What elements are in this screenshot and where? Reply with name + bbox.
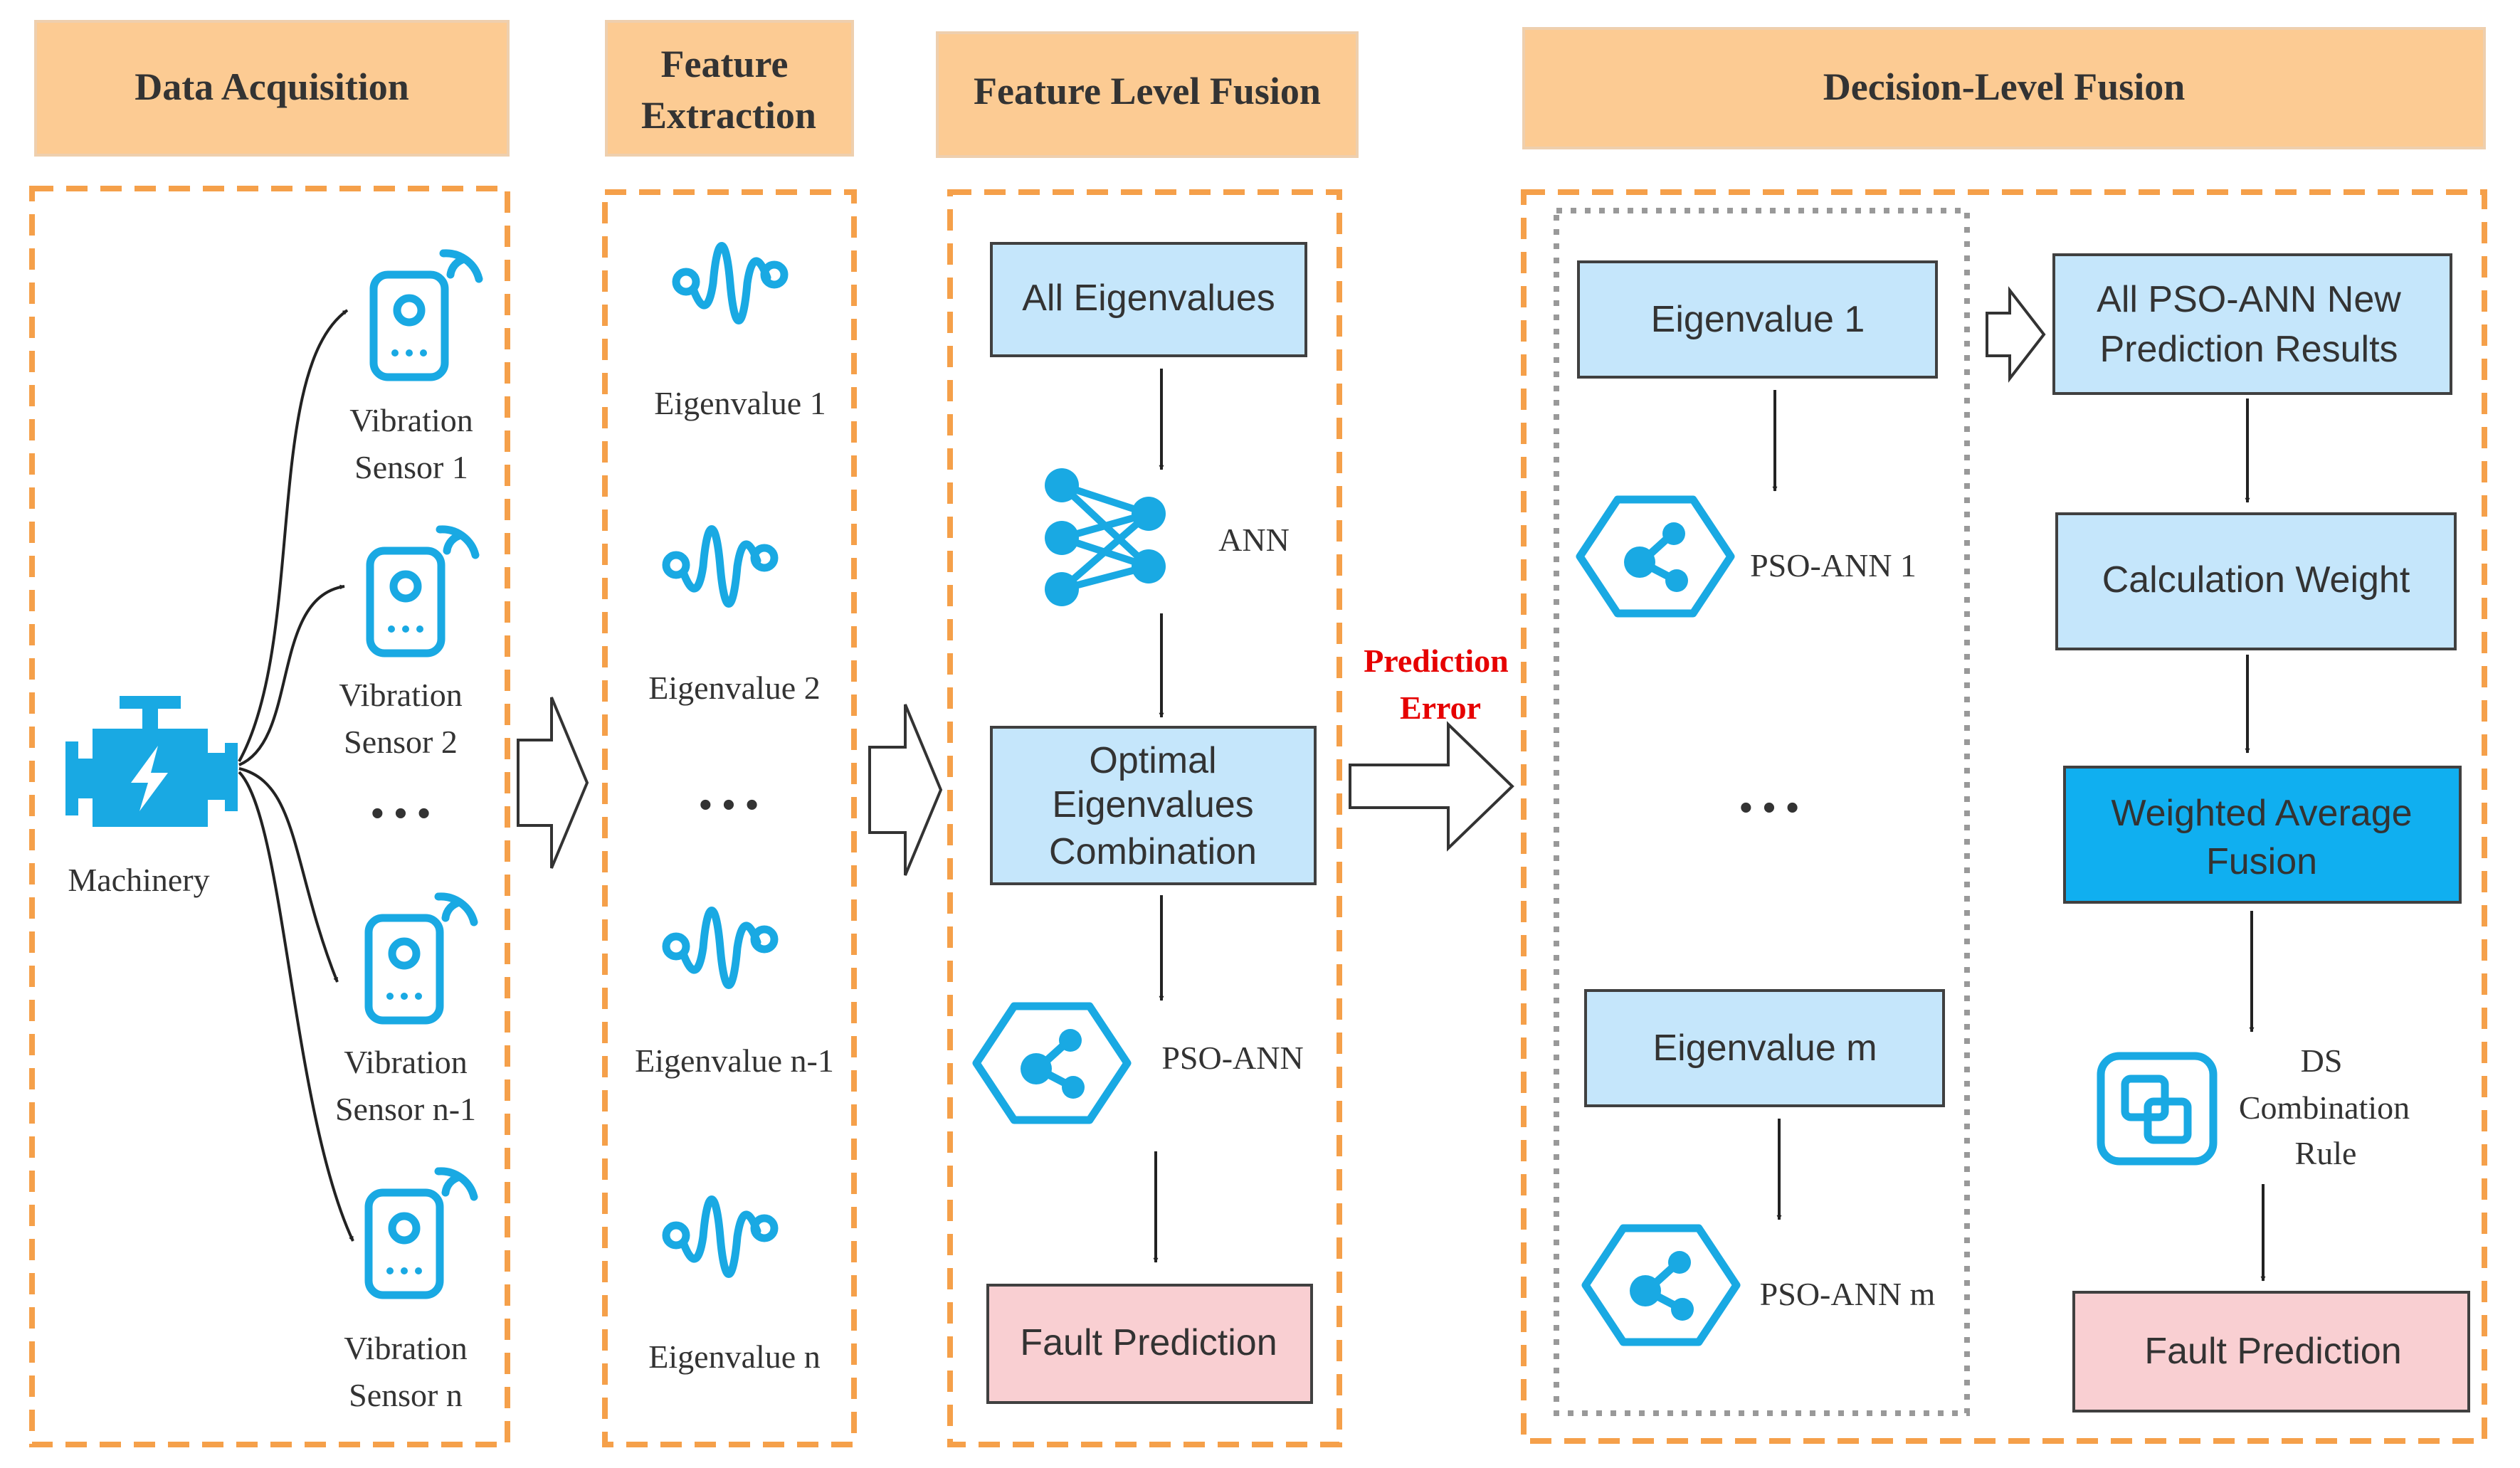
all-results-line1: All PSO-ANN New <box>2097 279 2401 320</box>
eigenvalue-n-label: Eigenvalue n <box>648 1338 820 1375</box>
header-data-acquisition-text: Data Acquisition <box>135 65 409 108</box>
panel-feature-extraction <box>602 189 857 1447</box>
wireless-sensor-icon <box>370 529 475 653</box>
wireless-sensor-icon <box>374 253 479 377</box>
all-eigenvalues-label: All Eigenvalues <box>1022 278 1275 319</box>
hexagon-network-icon <box>1580 500 1731 613</box>
ann-label: ANN <box>1218 522 1290 558</box>
header-feature-extraction: Feature Extraction <box>605 20 854 157</box>
pso-ann-1-label: PSO-ANN 1 <box>1750 547 1917 583</box>
all-results-line2: Prediction Results <box>2099 329 2398 370</box>
sensor-1-label-line2: Sensor 1 <box>354 449 468 485</box>
eigenvalue-2-label: Eigenvalue 2 <box>648 670 820 706</box>
decision-fault-prediction-box <box>2072 1291 2470 1412</box>
hollow-arrow-prediction-error <box>1349 721 1514 852</box>
sensor-n-label-line1: Vibration <box>344 1330 468 1366</box>
machinery-engine-icon <box>65 696 238 827</box>
panel-data-acquisition <box>29 186 510 1447</box>
all-eigenvalues-box <box>990 242 1307 357</box>
pso-ann-label: PSO-ANN <box>1161 1040 1303 1076</box>
sensor-n-1-label-line2: Sensor n-1 <box>335 1091 476 1127</box>
optimal-line3: Combination <box>1049 831 1257 872</box>
eigenvalue-n-1-label: Eigenvalue n-1 <box>635 1042 834 1079</box>
neural-network-icon <box>1045 468 1166 606</box>
waveform-icon <box>666 529 774 604</box>
wireless-sensor-icon <box>369 1171 474 1295</box>
arrow-machinery-to-sensor-n-1 <box>238 767 339 983</box>
waveform-icon <box>666 911 774 986</box>
ds-line2: Combination <box>2239 1089 2410 1126</box>
ds-line1: DS <box>2301 1042 2343 1079</box>
eigenvalue-m-box-label: Eigenvalue m <box>1652 1028 1877 1069</box>
sensor-n-label-line2: Sensor n <box>349 1377 463 1413</box>
hollow-arrow-extraction-to-feature-fusion <box>868 704 943 876</box>
waveform-icon <box>666 1200 774 1274</box>
prediction-error-line1: Prediction <box>1364 643 1509 679</box>
machinery-label: Machinery <box>68 862 209 898</box>
header-feature-level-fusion: Feature Level Fusion <box>936 31 1359 158</box>
eigenvalue-1-label: Eigenvalue 1 <box>654 385 826 421</box>
all-results-box <box>2052 253 2452 395</box>
header-data-acquisition: Data Acquisition <box>34 20 510 157</box>
waveform-icon <box>676 246 784 321</box>
sensor-2-label-line2: Sensor 2 <box>344 724 458 760</box>
hollow-arrow-to-all-results <box>1986 286 2046 383</box>
calculation-weight-label: Calculation Weight <box>2102 559 2410 601</box>
panel-individual-models <box>1554 208 1970 1416</box>
arrow-machinery-to-sensor-n <box>238 771 354 1242</box>
arrow-machinery-to-sensor-1 <box>238 309 349 762</box>
fault-prediction-box <box>986 1284 1313 1404</box>
hollow-arrow-acquisition-to-extraction <box>517 697 589 869</box>
decision-ellipsis: • • • <box>1739 787 1799 828</box>
pso-ann-m-label: PSO-ANN m <box>1760 1276 1936 1312</box>
prediction-error-line2: Error <box>1400 690 1481 726</box>
overlapping-squares-icon <box>2097 1052 2218 1166</box>
header-decision-level-fusion-text: Decision-Level Fusion <box>1823 65 2186 108</box>
eigenvalue-ellipsis: • • • <box>699 784 759 825</box>
weighted-average-fusion-box <box>2063 766 2462 904</box>
sensor-1-label-line1: Vibration <box>349 402 473 438</box>
header-feature-extraction-line2: Extraction <box>641 94 816 137</box>
decision-fault-prediction-label: Fault Prediction <box>2144 1331 2401 1372</box>
calculation-weight-box <box>2055 512 2457 650</box>
hexagon-network-icon <box>976 1006 1127 1120</box>
header-decision-level-fusion: Decision-Level Fusion <box>1522 27 2486 149</box>
hexagon-network-icon <box>1586 1228 1736 1342</box>
eigenvalue-1-box-label: Eigenvalue 1 <box>1651 299 1865 340</box>
fault-prediction-label: Fault Prediction <box>1020 1322 1277 1363</box>
optimal-eigenvalues-combination-box <box>990 726 1317 885</box>
optimal-line1: Optimal <box>1089 740 1216 781</box>
weighted-line1: Weighted Average <box>2111 793 2412 834</box>
eigenvalue-1-box <box>1577 260 1938 379</box>
weighted-line2: Fusion <box>2206 841 2317 882</box>
eigenvalue-m-box <box>1584 989 1945 1107</box>
panel-decision-level-fusion <box>1521 189 2487 1444</box>
sensor-ellipsis: • • • <box>371 793 431 834</box>
arrow-machinery-to-sensor-2 <box>238 584 345 766</box>
header-feature-level-fusion-text: Feature Level Fusion <box>974 70 1321 112</box>
header-feature-extraction-line1: Feature <box>661 43 789 85</box>
ds-line3: Rule <box>2295 1135 2357 1171</box>
wireless-sensor-icon <box>369 897 474 1020</box>
sensor-n-1-label-line1: Vibration <box>344 1044 468 1080</box>
sensor-2-label-line1: Vibration <box>339 677 463 713</box>
optimal-line2: Eigenvalues <box>1052 784 1253 825</box>
